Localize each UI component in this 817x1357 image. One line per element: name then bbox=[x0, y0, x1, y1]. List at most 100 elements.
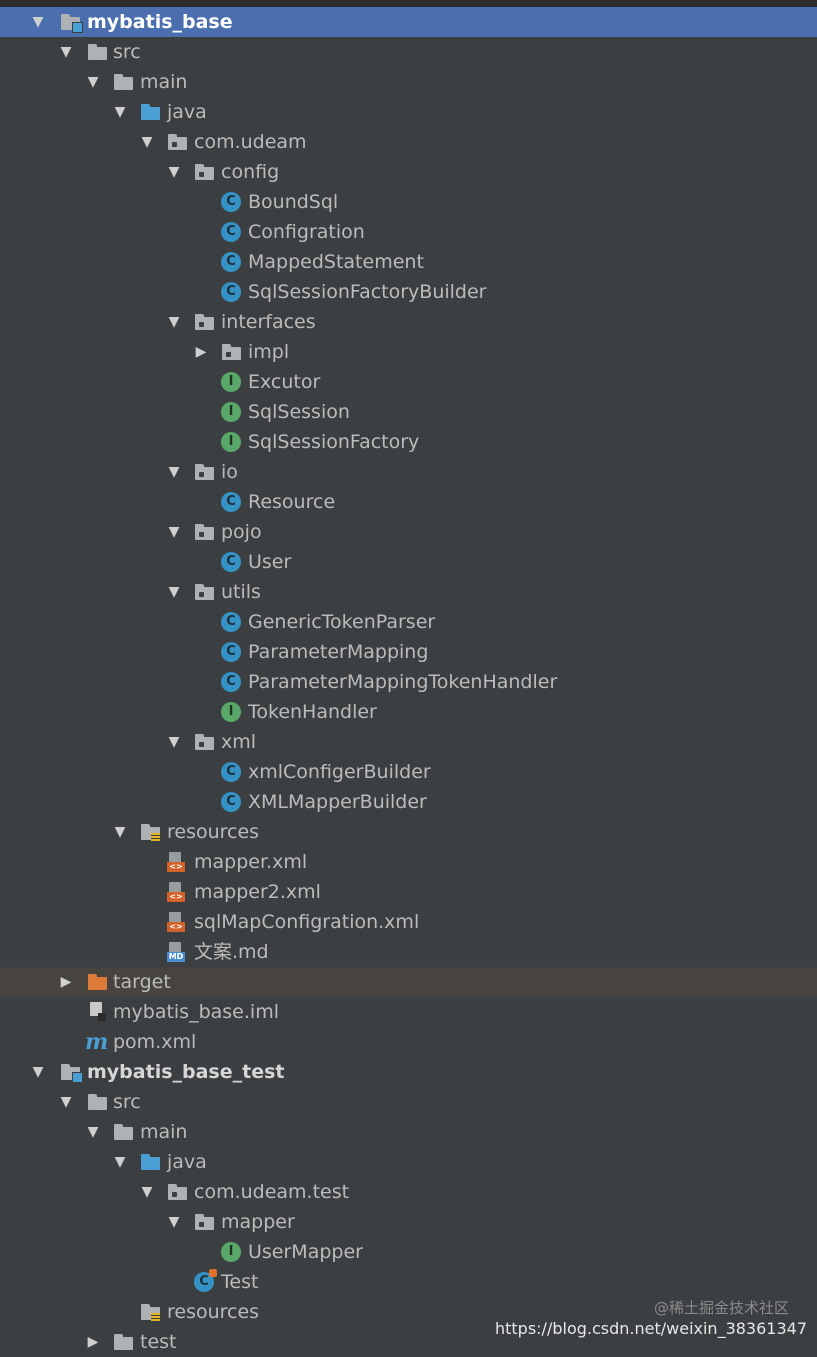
chevron-down-icon[interactable]: ▼ bbox=[168, 734, 180, 750]
chevron-down-icon[interactable]: ▼ bbox=[114, 824, 126, 840]
tree-label: pojo bbox=[221, 521, 262, 543]
tree-label: java bbox=[167, 101, 207, 123]
tree-row-mapper-xml[interactable]: <> mapper.xml bbox=[0, 847, 817, 877]
class-icon: C bbox=[221, 252, 241, 272]
tree-row-usermapper[interactable]: I UserMapper bbox=[0, 1237, 817, 1267]
class-icon: C bbox=[221, 552, 241, 572]
tree-row-target[interactable]: ▶ target bbox=[0, 967, 817, 997]
tree-row-src-test-module[interactable]: ▼ src bbox=[0, 1087, 817, 1117]
chevron-down-icon[interactable]: ▼ bbox=[168, 464, 180, 480]
tree-row-parametermappingtokenhandler[interactable]: C ParameterMappingTokenHandler bbox=[0, 667, 817, 697]
tree-row-sqlsessionfactorybuilder[interactable]: C SqlSessionFactoryBuilder bbox=[0, 277, 817, 307]
tree-row-wenan-md[interactable]: MD 文案.md bbox=[0, 937, 817, 967]
chevron-down-icon[interactable]: ▼ bbox=[168, 584, 180, 600]
tree-row-sqlmapconfigration-xml[interactable]: <> sqlMapConfigration.xml bbox=[0, 907, 817, 937]
tree-row-excutor[interactable]: I Excutor bbox=[0, 367, 817, 397]
tree-row-xmlconfigerbuilder[interactable]: C xmlConfigerBuilder bbox=[0, 757, 817, 787]
tree-row-java[interactable]: ▼ java bbox=[0, 97, 817, 127]
tree-label: UserMapper bbox=[248, 1241, 363, 1263]
tree-row-xml[interactable]: ▼ xml bbox=[0, 727, 817, 757]
tree-row-mapper2-xml[interactable]: <> mapper2.xml bbox=[0, 877, 817, 907]
tree-row-config[interactable]: ▼ config bbox=[0, 157, 817, 187]
tree-row-mybatis-base-iml[interactable]: mybatis_base.iml bbox=[0, 997, 817, 1027]
tree-row-resources-test-module[interactable]: resources bbox=[0, 1297, 817, 1327]
tree-label: main bbox=[140, 71, 188, 93]
class-icon: C bbox=[221, 792, 241, 812]
class-icon: C bbox=[221, 612, 241, 632]
markdown-file-icon: MD bbox=[166, 941, 188, 963]
chevron-down-icon[interactable]: ▼ bbox=[168, 314, 180, 330]
tree-row-mappedstatement[interactable]: C MappedStatement bbox=[0, 247, 817, 277]
tree-row-io[interactable]: ▼ io bbox=[0, 457, 817, 487]
chevron-right-icon[interactable]: ▶ bbox=[87, 1334, 99, 1350]
chevron-down-icon[interactable]: ▼ bbox=[141, 134, 153, 150]
tree-row-user[interactable]: C User bbox=[0, 547, 817, 577]
chevron-down-icon[interactable]: ▼ bbox=[32, 1064, 44, 1080]
tree-row-test-class[interactable]: C Test bbox=[0, 1267, 817, 1297]
tree-row-utils[interactable]: ▼ utils bbox=[0, 577, 817, 607]
tree-row-interfaces[interactable]: ▼ interfaces bbox=[0, 307, 817, 337]
source-folder-icon bbox=[140, 103, 162, 121]
tree-row-sqlsession[interactable]: I SqlSession bbox=[0, 397, 817, 427]
tree-row-tokenhandler[interactable]: I TokenHandler bbox=[0, 697, 817, 727]
package-icon bbox=[194, 1213, 216, 1231]
tree-row-generictokenparser[interactable]: C GenericTokenParser bbox=[0, 607, 817, 637]
interface-icon: I bbox=[221, 432, 241, 452]
tree-label: test bbox=[140, 1331, 177, 1353]
package-icon bbox=[194, 523, 216, 541]
chevron-down-icon[interactable]: ▼ bbox=[87, 74, 99, 90]
tree-label: BoundSql bbox=[248, 191, 339, 213]
tree-row-impl[interactable]: ▶ impl bbox=[0, 337, 817, 367]
chevron-down-icon[interactable]: ▼ bbox=[141, 1184, 153, 1200]
tree-label: com.udeam bbox=[194, 131, 307, 153]
chevron-down-icon[interactable]: ▼ bbox=[168, 524, 180, 540]
tree-label: io bbox=[221, 461, 238, 483]
tree-row-resource[interactable]: C Resource bbox=[0, 487, 817, 517]
package-icon bbox=[221, 343, 243, 361]
iml-file-icon bbox=[86, 1001, 108, 1023]
chevron-down-icon[interactable]: ▼ bbox=[87, 1124, 99, 1140]
chevron-down-icon[interactable]: ▼ bbox=[60, 44, 72, 60]
chevron-down-icon[interactable]: ▼ bbox=[168, 1214, 180, 1230]
tree-label: SqlSessionFactoryBuilder bbox=[248, 281, 487, 303]
tree-label: Resource bbox=[248, 491, 336, 513]
tree-row-com-udeam[interactable]: ▼ com.udeam bbox=[0, 127, 817, 157]
tree-row-com-udeam-test[interactable]: ▼ com.udeam.test bbox=[0, 1177, 817, 1207]
tree-row-java-test-module[interactable]: ▼ java bbox=[0, 1147, 817, 1177]
tree-row-pom-xml[interactable]: m pom.xml bbox=[0, 1027, 817, 1057]
tree-row-resources[interactable]: ▼ resources bbox=[0, 817, 817, 847]
xml-file-icon: <> bbox=[166, 851, 188, 873]
tree-label: ParameterMappingTokenHandler bbox=[248, 671, 558, 693]
tree-label: TokenHandler bbox=[248, 701, 377, 723]
class-icon: C bbox=[221, 492, 241, 512]
tree-row-mybatis-base-test[interactable]: ▼ mybatis_base_test bbox=[0, 1057, 817, 1087]
tree-row-boundsql[interactable]: C BoundSql bbox=[0, 187, 817, 217]
chevron-down-icon[interactable]: ▼ bbox=[114, 104, 126, 120]
chevron-down-icon[interactable]: ▼ bbox=[168, 164, 180, 180]
tree-label: resources bbox=[167, 821, 260, 843]
tree-row-parametermapping[interactable]: C ParameterMapping bbox=[0, 637, 817, 667]
folder-icon bbox=[87, 43, 109, 61]
tree-label: Test bbox=[221, 1271, 259, 1293]
tree-label: GenericTokenParser bbox=[248, 611, 436, 633]
tree-label: src bbox=[113, 1091, 141, 1113]
tree-row-sqlsessionfactory[interactable]: I SqlSessionFactory bbox=[0, 427, 817, 457]
tree-row-configration[interactable]: C Configration bbox=[0, 217, 817, 247]
tree-row-src[interactable]: ▼ src bbox=[0, 37, 817, 67]
chevron-down-icon[interactable]: ▼ bbox=[60, 1094, 72, 1110]
class-icon: C bbox=[221, 672, 241, 692]
tree-row-pojo[interactable]: ▼ pojo bbox=[0, 517, 817, 547]
tree-label: 文案.md bbox=[194, 941, 269, 963]
tree-row-mybatis-base[interactable]: ▼ mybatis_base bbox=[0, 7, 817, 37]
tree-label: mapper2.xml bbox=[194, 881, 321, 903]
tree-row-xmlmapperbuilder[interactable]: C XMLMapperBuilder bbox=[0, 787, 817, 817]
tree-row-mapper[interactable]: ▼ mapper bbox=[0, 1207, 817, 1237]
chevron-right-icon[interactable]: ▶ bbox=[195, 344, 207, 360]
tree-label: utils bbox=[221, 581, 261, 603]
tree-label: mapper bbox=[221, 1211, 295, 1233]
tree-row-main[interactable]: ▼ main bbox=[0, 67, 817, 97]
chevron-down-icon[interactable]: ▼ bbox=[32, 14, 44, 30]
chevron-down-icon[interactable]: ▼ bbox=[114, 1154, 126, 1170]
chevron-right-icon[interactable]: ▶ bbox=[60, 974, 72, 990]
tree-row-main-test-module[interactable]: ▼ main bbox=[0, 1117, 817, 1147]
